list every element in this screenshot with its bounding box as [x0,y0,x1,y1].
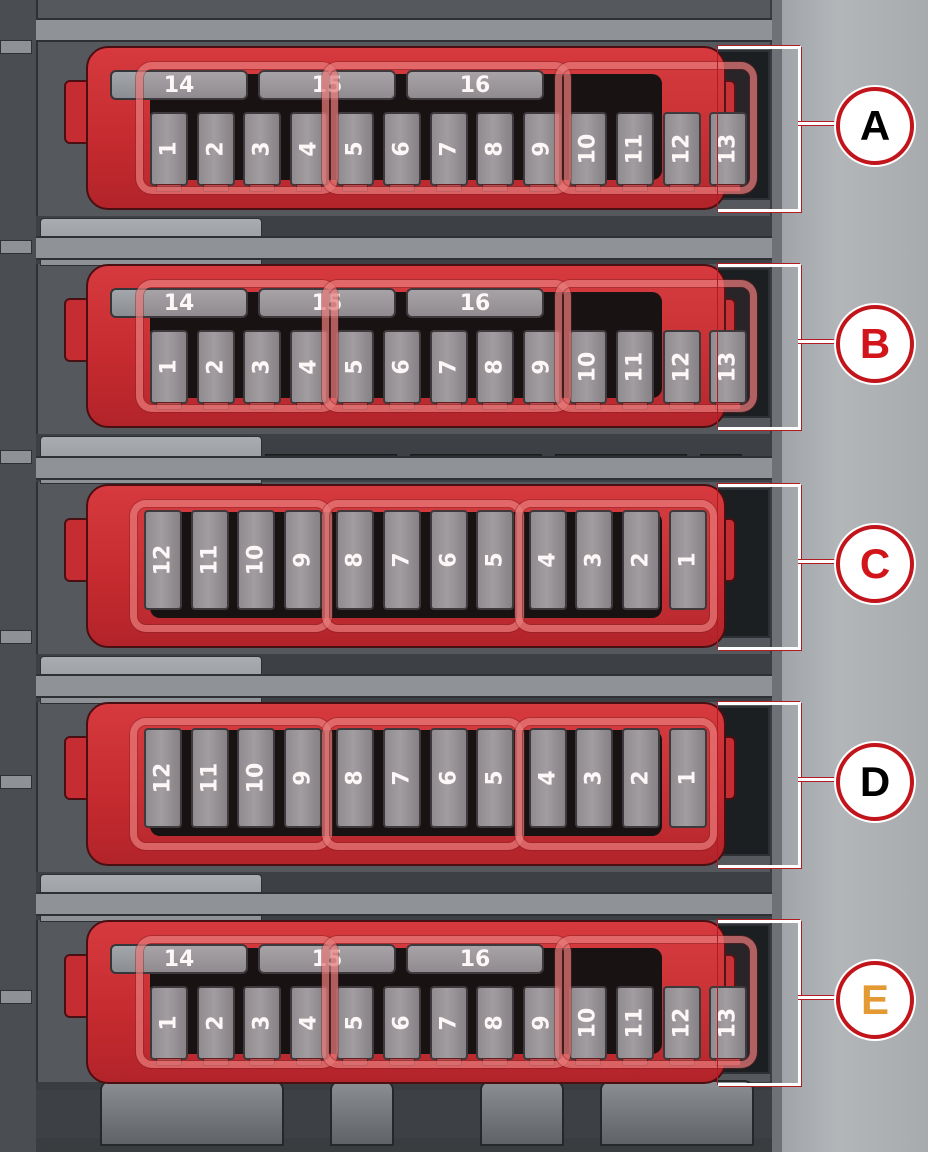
fuse-group-frame [322,62,571,194]
row-ledge [36,674,772,698]
upper-fuse-e-14: 14 [110,944,248,974]
fuse-d-1: 1 [668,728,707,828]
fuse-b-11: 11 [616,330,654,410]
bracket-connector [798,122,842,125]
row-ledge [36,236,772,260]
row-label-badge: E [836,961,914,1039]
upper-fuse-b-16: 16 [406,288,544,318]
fuse-d-9: 9 [283,728,322,828]
fuse-c-1: 1 [668,510,707,610]
row-ledge [36,456,772,480]
fuse-b-8: 8 [476,330,515,410]
row-bracket [718,46,801,212]
fuse-d-12: 12 [144,728,182,828]
fuse-d-2: 2 [622,728,660,828]
row-label-badge: D [836,743,914,821]
fuse-c-11: 11 [190,510,229,610]
fuse-c-10: 10 [237,510,276,610]
bracket-connector [798,778,842,781]
fuse-c-3: 3 [575,510,614,610]
left-wall-tab [0,240,32,254]
upper-fuse-a-14: 14 [110,70,248,100]
fuse-group-frame [514,718,717,850]
fuse-group-frame [136,62,338,194]
fuse-group-frame [555,936,758,1068]
fuse-c-6: 6 [429,510,468,610]
bracket-connector [798,340,842,343]
fuse-c-2: 2 [622,510,660,610]
fuse-c-12: 12 [144,510,182,610]
fuse-e-3: 3 [243,986,282,1066]
fuse-group-frame [555,280,758,412]
fuse-d-11: 11 [190,728,229,828]
bottom-lug [100,1080,284,1146]
fuse-b-2: 2 [196,330,235,410]
row-ledge [36,892,772,916]
fuse-c-9: 9 [283,510,322,610]
bracket-connector [798,996,842,999]
row-bracket [718,702,801,868]
fuse-group-frame [322,280,571,412]
fuse-a-5: 5 [336,112,375,192]
fuse-group-frame [555,62,758,194]
fuse-c-4: 4 [528,510,567,610]
fuse-group-frame [322,936,571,1068]
panel-edge [770,0,782,1152]
row-label-badge: A [836,87,914,165]
fuse-d-3: 3 [575,728,614,828]
left-wall-tab [0,775,32,789]
fuse-d-7: 7 [383,728,421,828]
fuse-a-11: 11 [616,112,654,192]
fuse-group-frame [514,500,717,632]
row-ledge [36,18,772,42]
fuse-d-4: 4 [528,728,567,828]
row-bracket [718,264,801,430]
fuse-c-7: 7 [383,510,421,610]
fuse-d-10: 10 [237,728,276,828]
left-wall-tab [0,990,32,1004]
left-wall-tab [0,630,32,644]
fuse-c-8: 8 [336,510,375,610]
fuse-group-frame [130,500,332,632]
fuse-c-5: 5 [476,510,515,610]
upper-fuse-b-14: 14 [110,288,248,318]
row-bracket [718,484,801,650]
fuse-b-13: 13 [709,330,748,410]
bottom-lug [480,1080,564,1146]
fuse-d-6: 6 [429,728,468,828]
left-wall-tab [0,40,32,54]
row-bracket [718,920,801,1086]
bottom-lug [600,1080,754,1146]
left-wall-tab [0,450,32,464]
fuse-e-9: 9 [522,986,561,1066]
fuse-group-frame [130,718,332,850]
fuse-group-frame [322,500,525,632]
bracket-connector [798,560,842,563]
upper-fuse-e-16: 16 [406,944,544,974]
panel-left-strip [0,0,38,1152]
fuse-group-frame [136,936,338,1068]
fuse-group-frame [322,718,525,850]
fuse-a-2: 2 [196,112,235,192]
fuse-d-5: 5 [476,728,515,828]
fuse-b-6: 6 [383,330,421,410]
row-label-badge: B [836,305,914,383]
upper-fuse-a-16: 16 [406,70,544,100]
fuse-d-8: 8 [336,728,375,828]
fuse-group-frame [136,280,338,412]
row-label-badge: C [836,525,914,603]
